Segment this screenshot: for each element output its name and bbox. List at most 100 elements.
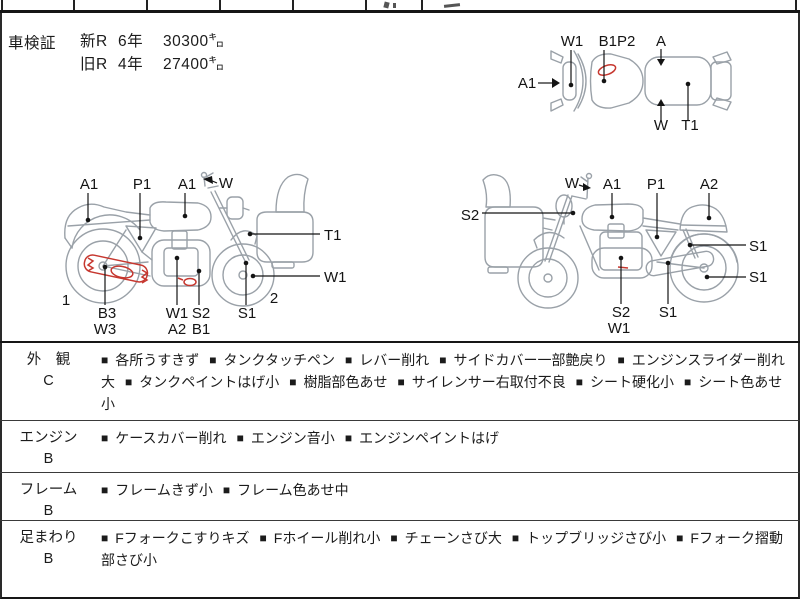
diagram-label: S1 bbox=[749, 269, 767, 286]
condition-item: ■ フレームきず小 bbox=[101, 482, 213, 498]
cropped-table-strip bbox=[0, 0, 800, 13]
condition-item: ■ 各所うすきず bbox=[101, 352, 199, 368]
bullet-square-icon: ■ bbox=[575, 375, 583, 389]
condition-item-text: 樹脂部色あせ bbox=[303, 374, 388, 390]
diagram-label: S1 bbox=[238, 305, 256, 322]
damage-marks bbox=[83, 254, 197, 287]
diagram-label: 2 bbox=[270, 290, 278, 307]
condition-item-text: ケースカバー削れ bbox=[115, 430, 227, 446]
table-cell-divider bbox=[146, 0, 148, 10]
bullet-square-icon: ■ bbox=[617, 353, 625, 367]
condition-item: ■ 樹脂部色あせ bbox=[289, 374, 387, 390]
condition-item-text: Fホイール削れ小 bbox=[273, 530, 381, 546]
bike-outline bbox=[550, 50, 732, 112]
diagram-label: S2 bbox=[612, 304, 630, 321]
bullet-square-icon: ■ bbox=[101, 483, 109, 497]
bullet-square-icon: ■ bbox=[289, 375, 297, 389]
table-cell-divider bbox=[365, 0, 367, 10]
condition-item: ■Fホイール削れ小 bbox=[260, 530, 381, 546]
condition-item: ■サイドカバー一部艶戻り bbox=[439, 352, 607, 368]
condition-item-text: Fフォーク摺動部さび小 bbox=[101, 530, 783, 568]
diagram-label: W1 bbox=[561, 33, 584, 50]
damage-mark-red bbox=[617, 266, 629, 269]
condition-items: ■ ケースカバー削れ ■エンジン音小 ■エンジンペイントはげ bbox=[97, 421, 800, 472]
condition-items: ■各所うすきず■タンクタッチペン■レバー削れ■サイドカバー一部艶戻り■エンジンス… bbox=[97, 343, 800, 420]
condition-item-text: エンジンペイントはげ bbox=[359, 430, 500, 446]
grade-label: B bbox=[43, 503, 54, 519]
bullet-square-icon: ■ bbox=[101, 353, 109, 367]
condition-item: ■Fフォークこすりキズ bbox=[101, 530, 250, 546]
condition-item: ■チェーンさび大 bbox=[390, 530, 502, 546]
condition-item: ■エンジンペイントはげ bbox=[345, 430, 499, 446]
condition-item-text: フレームきず小 bbox=[115, 482, 213, 498]
distance-value: 30300㌔ bbox=[163, 33, 225, 50]
annotation-layer: W A1 P1 A2 S2 S1 S1 S2 W1 S1 bbox=[461, 175, 768, 337]
bullet-square-icon: ■ bbox=[222, 483, 231, 497]
diagram-label: T1 bbox=[324, 227, 342, 244]
diagram-label: A1 bbox=[178, 176, 196, 193]
diagram-label: W bbox=[565, 175, 580, 192]
condition-item-text: サイドカバー一部艶戻り bbox=[453, 352, 608, 368]
category-cell: 足まわり B bbox=[0, 521, 97, 597]
condition-item-text: シート色あせ小 bbox=[101, 374, 783, 412]
condition-item: ■エンジン音小 bbox=[237, 430, 335, 446]
diagram-label: A2 bbox=[168, 321, 186, 338]
condition-item: ■エンジンスライダー削れ大 bbox=[101, 352, 785, 390]
bullet-square-icon: ■ bbox=[344, 353, 353, 367]
grade-label: B bbox=[43, 551, 54, 567]
category-label: 足まわり bbox=[19, 530, 78, 546]
diagram-label: P1 bbox=[133, 176, 151, 193]
diagram-label: A bbox=[656, 33, 666, 50]
diagram-label: S1 bbox=[749, 238, 767, 255]
condition-item-text: 各所うすきず bbox=[115, 352, 200, 368]
category-cell: エンジン B bbox=[0, 421, 97, 472]
condition-item-text: タンクタッチペン bbox=[223, 352, 335, 368]
motorcycle-top-view-diagram: W1 B1P2 A A1 W T1 bbox=[518, 33, 732, 134]
diagram-label: T1 bbox=[681, 117, 699, 134]
diagram-label: A2 bbox=[700, 176, 718, 193]
cropped-text-fragment bbox=[393, 3, 396, 8]
diagram-label: W bbox=[654, 117, 669, 134]
cropped-text-fragment bbox=[443, 3, 461, 8]
condition-item: ■ フレーム色あせ中 bbox=[223, 482, 349, 498]
condition-item-text: エンジンスライダー削れ大 bbox=[101, 352, 785, 390]
condition-item-text: Fフォークこすりキズ bbox=[115, 530, 250, 546]
bullet-square-icon: ■ bbox=[511, 531, 520, 545]
condition-item: ■ ケースカバー削れ bbox=[101, 430, 227, 446]
table-cell-divider bbox=[1, 0, 3, 10]
annotation-layer: A1 P1 A1 W T1 W1 1 2 B3 W3 W1 S2 A2 B1 S… bbox=[62, 175, 347, 338]
condition-item: ■レバー削れ bbox=[345, 352, 429, 368]
condition-item: ■シート色あせ小 bbox=[101, 374, 782, 412]
grade-label: B bbox=[43, 451, 54, 467]
bullet-square-icon: ■ bbox=[209, 353, 217, 367]
bullet-square-icon: ■ bbox=[676, 531, 684, 545]
diagram-label: A1 bbox=[518, 75, 536, 92]
table-cell-divider bbox=[421, 0, 423, 10]
bullet-square-icon: ■ bbox=[125, 375, 133, 389]
diagram-label: S2 bbox=[461, 207, 479, 224]
category-label: フレーム bbox=[19, 482, 78, 498]
condition-item-text: シート硬化小 bbox=[590, 374, 674, 390]
bike-outline bbox=[482, 172, 739, 309]
table-cell-divider bbox=[292, 0, 294, 10]
motorcycle-right-side-diagram: W A1 P1 A2 S2 S1 S1 S2 W1 S1 bbox=[461, 172, 768, 337]
condition-item-text: サイレンサー右取付不良 bbox=[411, 374, 566, 390]
condition-item-text: チェーンさび大 bbox=[404, 530, 502, 546]
table-cell-divider bbox=[73, 0, 75, 10]
bullet-square-icon: ■ bbox=[101, 431, 109, 445]
diagram-label: S2 bbox=[192, 305, 210, 322]
sheet-border bbox=[0, 13, 800, 599]
distance-value: 27400㌔ bbox=[163, 56, 225, 73]
table-cell-divider bbox=[219, 0, 221, 10]
diagram-label: B3 bbox=[98, 305, 116, 322]
condition-item-text: フレーム色あせ中 bbox=[237, 482, 349, 498]
condition-item: ■サイレンサー右取付不良 bbox=[398, 374, 566, 390]
cropped-text-fragment bbox=[383, 1, 390, 9]
year-value: 6年 bbox=[118, 33, 144, 50]
diagram-label: W1 bbox=[608, 320, 631, 337]
category-label: エンジン bbox=[19, 430, 78, 446]
